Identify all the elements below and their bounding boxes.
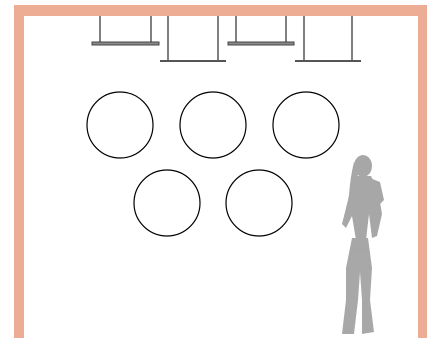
table-rail	[91, 41, 160, 46]
circle-3	[272, 91, 340, 159]
circles	[86, 91, 340, 237]
circle-4	[133, 169, 201, 237]
hanging-table-3	[227, 16, 295, 46]
hanging-table-4	[295, 16, 361, 62]
wall-frame	[14, 5, 427, 338]
hanging-table-1	[91, 16, 160, 46]
hanging-table-2	[160, 16, 226, 62]
frame-left	[14, 5, 24, 338]
circle-5	[225, 169, 293, 237]
person-silhouette	[342, 155, 384, 334]
hanging-tables	[91, 16, 361, 62]
table-rail	[227, 41, 295, 46]
circle-2	[179, 91, 247, 159]
frame-right	[418, 5, 427, 338]
circle-1	[86, 91, 154, 159]
frame-top	[14, 5, 427, 16]
